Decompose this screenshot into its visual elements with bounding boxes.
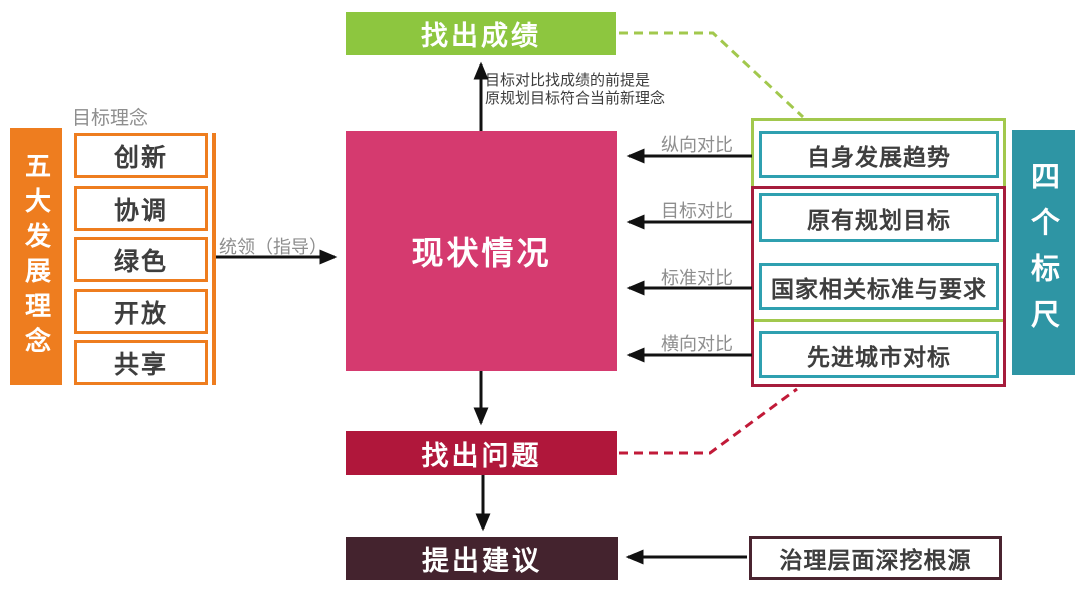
- premise-note: 目标对比找成绩的前提是 原规划目标符合当前新理念: [485, 71, 665, 107]
- comparison-label-horizontal: 横向对比: [661, 334, 733, 355]
- five-concepts-bar-label: 五大发展理念: [20, 151, 51, 362]
- ruler-label: 先进城市对标: [807, 344, 951, 371]
- ruler-label: 自身发展趋势: [807, 144, 951, 171]
- premise-note-line1: 目标对比找成绩的前提是: [485, 71, 651, 89]
- ruler-label: 国家相关标准与要求: [771, 276, 987, 303]
- governance-box-label: 治理层面深挖根源: [779, 548, 972, 574]
- concept-box-green: 绿色: [74, 237, 208, 282]
- achievement-box: 找出成绩: [346, 12, 616, 55]
- problem-box-label: 找出问题: [421, 440, 542, 472]
- ruler-label: 原有规划目标: [807, 207, 951, 234]
- premise-note-line2: 原规划目标符合当前新理念: [485, 89, 666, 107]
- ruler-box-own-trend: 自身发展趋势: [759, 131, 999, 178]
- problem-scope-frame: [751, 186, 1006, 387]
- suggestion-box: 提出建议: [346, 537, 618, 580]
- suggestion-box-label: 提出建议: [422, 546, 542, 577]
- problem-box: 找出问题: [346, 431, 617, 475]
- governance-box: 治理层面深挖根源: [749, 536, 1002, 580]
- concepts-bracket-line: [212, 133, 216, 385]
- concept-label: 协调: [113, 195, 168, 225]
- comparison-label-standard: 标准对比: [661, 268, 733, 289]
- concept-box-innovation: 创新: [74, 133, 208, 178]
- concept-label: 创新: [113, 142, 168, 172]
- current-situation-label: 现状情况: [411, 234, 552, 272]
- goal-concept-header: 目标理念: [72, 107, 149, 129]
- comparison-label-goal: 目标对比: [661, 201, 733, 222]
- concept-box-openness: 开放: [74, 289, 208, 334]
- concept-box-sharing: 共享: [74, 340, 208, 385]
- current-situation-box: 现状情况: [346, 131, 617, 371]
- achievement-box-label: 找出成绩: [421, 21, 541, 52]
- ruler-box-national-standards: 国家相关标准与要求: [759, 263, 999, 310]
- ruler-box-advanced-cities: 先进城市对标: [759, 331, 999, 378]
- comparison-label-vertical: 纵向对比: [661, 135, 733, 156]
- concept-box-coordination: 协调: [74, 186, 208, 231]
- ruler-box-original-goals: 原有规划目标: [759, 193, 999, 242]
- five-concepts-bar: 五大发展理念: [10, 128, 62, 385]
- four-rulers-bar-label: 四个标尺: [1026, 160, 1061, 345]
- concept-label: 绿色: [113, 246, 168, 276]
- problem-dashed-connector: [619, 387, 798, 455]
- four-rulers-bar: 四个标尺: [1012, 130, 1075, 375]
- concept-label: 开放: [113, 298, 168, 328]
- lead-arrow-label: 统领（指导）: [219, 237, 327, 258]
- concept-label: 共享: [113, 349, 168, 379]
